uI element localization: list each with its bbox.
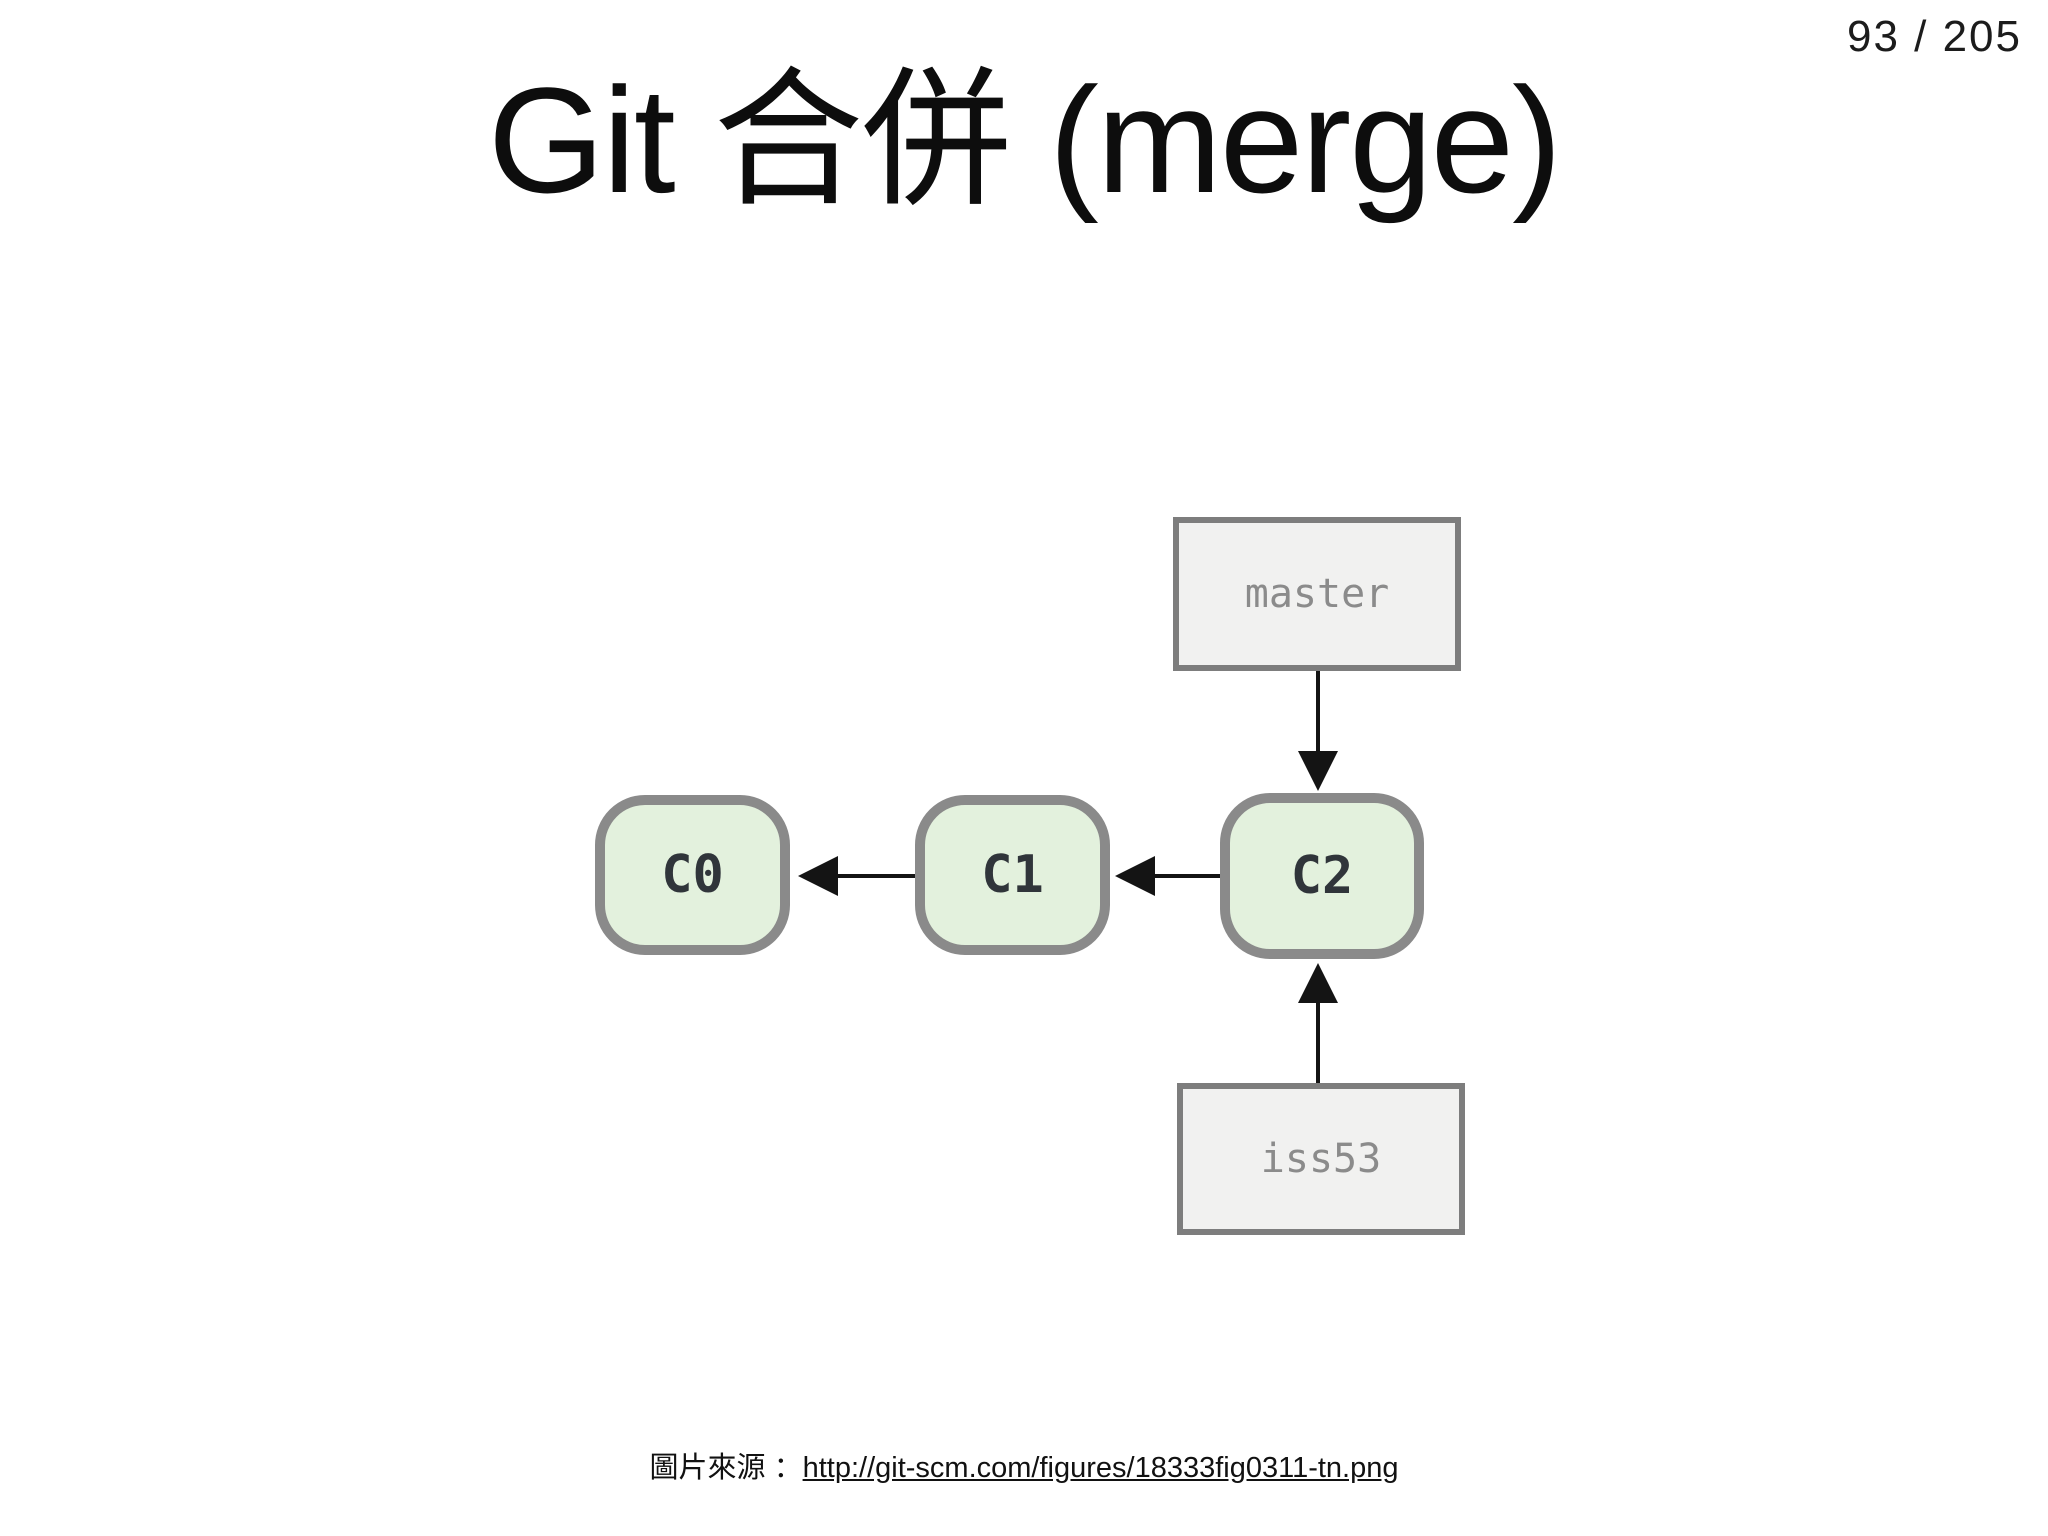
commit-label-c1: C1 <box>981 845 1044 905</box>
caption-prefix: 圖片來源 ： <box>649 1452 803 1484</box>
commit-label-c2: C2 <box>1290 846 1354 906</box>
commit-node-c2: C2 <box>1220 793 1424 959</box>
branch-box-master: master <box>1173 517 1461 671</box>
page-title: Git 合併 (merge) <box>487 56 1562 224</box>
branch-label-iss53: iss53 <box>1260 1136 1382 1182</box>
caption-link[interactable]: http://git-scm.com/figures/18333fig0311-… <box>802 1452 1399 1484</box>
branch-box-iss53: iss53 <box>1177 1083 1465 1235</box>
arrow-c2-to-c1 <box>1115 856 1220 896</box>
commit-node-c0: C0 <box>595 795 790 955</box>
page-indicator: 93 / 205 <box>1846 12 2022 61</box>
commit-node-c1: C1 <box>915 795 1110 955</box>
commit-label-c0: C0 <box>661 845 724 905</box>
arrow-c1-to-c0 <box>798 856 915 896</box>
arrow-master-to-c2 <box>1298 671 1338 791</box>
caption: 圖片來源 ：http://git-scm.com/figures/18333fi… <box>0 1444 2048 1486</box>
arrow-iss53-to-c2 <box>1298 963 1338 1083</box>
branch-label-master: master <box>1244 571 1390 617</box>
